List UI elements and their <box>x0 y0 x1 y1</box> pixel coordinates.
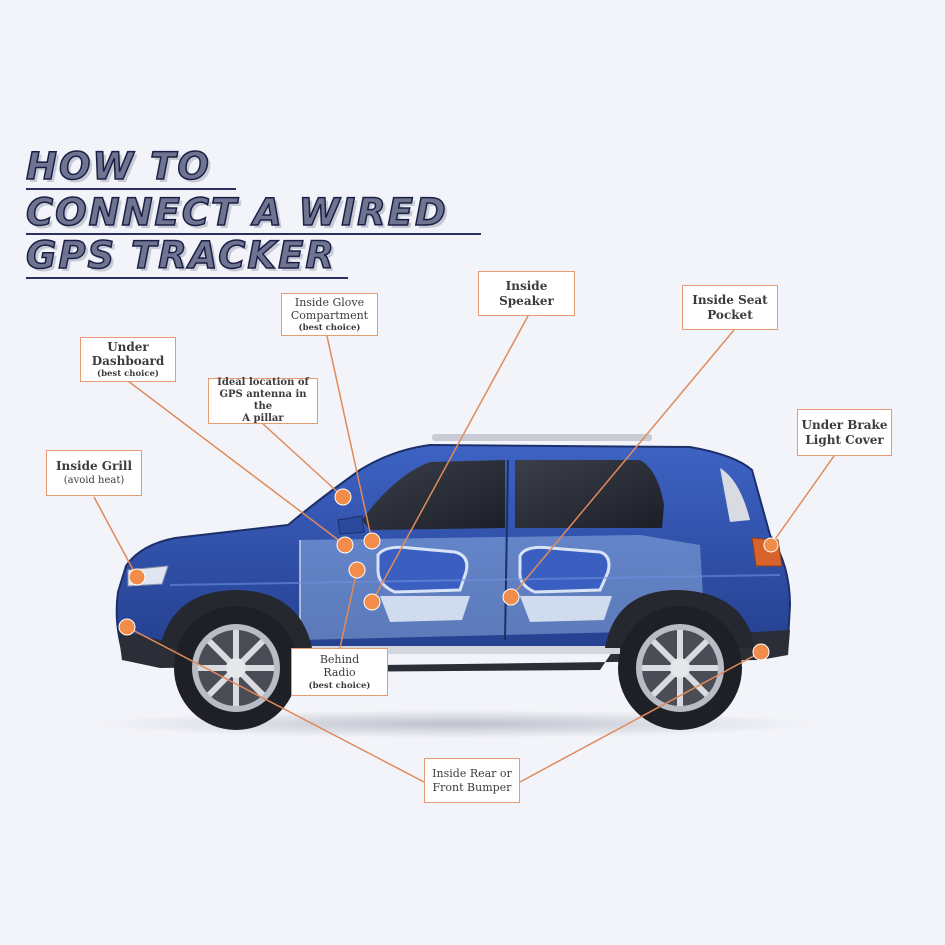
side-mirror <box>337 515 365 535</box>
marker-front-bumper <box>118 618 136 636</box>
marker-rear-bumper <box>752 643 770 661</box>
leader-lines <box>93 315 835 783</box>
ground-shadow <box>95 710 815 738</box>
marker-seat-pocket <box>502 588 520 606</box>
rear-window <box>515 460 664 528</box>
marker-a-pillar <box>334 488 352 506</box>
callout-behind-radio: Behind Radio (best choice) <box>291 648 388 696</box>
marker-behind-radio <box>348 561 366 579</box>
rear-seat <box>518 545 611 594</box>
title-underline-1 <box>26 188 236 190</box>
title-underline-2 <box>26 233 481 235</box>
title-line-2: CONNECT A WIRED <box>25 191 448 234</box>
front-wheel <box>174 606 298 730</box>
roof-rail <box>432 434 652 441</box>
marker-under-dashboard <box>336 536 354 554</box>
marker-speaker <box>363 593 381 611</box>
callout-inside-speaker: Inside Speaker <box>478 271 575 316</box>
side-sill <box>300 646 620 654</box>
callout-under-dashboard: Under Dashboard (best choice) <box>80 337 176 382</box>
front-window <box>362 460 505 530</box>
callout-inside-bumper: Inside Rear or Front Bumper <box>424 758 520 803</box>
rear-seat-base <box>520 596 612 622</box>
title-line-3: GPS TRACKER <box>25 234 336 277</box>
callout-gps-antenna-a-pillar: Ideal location of GPS antenna in the A p… <box>208 377 318 424</box>
callout-inside-seat-pocket: Inside Seat Pocket <box>682 285 778 330</box>
callout-under-brake-light-cover: Under Brake Light Cover <box>797 409 892 456</box>
marker-brake-light <box>763 537 779 553</box>
marker-grill <box>128 568 146 586</box>
rear-wheel <box>618 606 742 730</box>
callout-inside-glove-compartment: Inside Glove Compartment (best choice) <box>281 293 378 336</box>
callout-inside-grill: Inside Grill (avoid heat) <box>46 450 142 496</box>
title-underline-3 <box>26 277 348 279</box>
title-line-1: HOW TO <box>25 145 211 188</box>
location-markers <box>118 488 779 661</box>
quarter-window <box>720 468 750 522</box>
marker-glove-compartment <box>363 532 381 550</box>
front-seat-base <box>380 596 470 622</box>
front-seat <box>376 545 469 594</box>
